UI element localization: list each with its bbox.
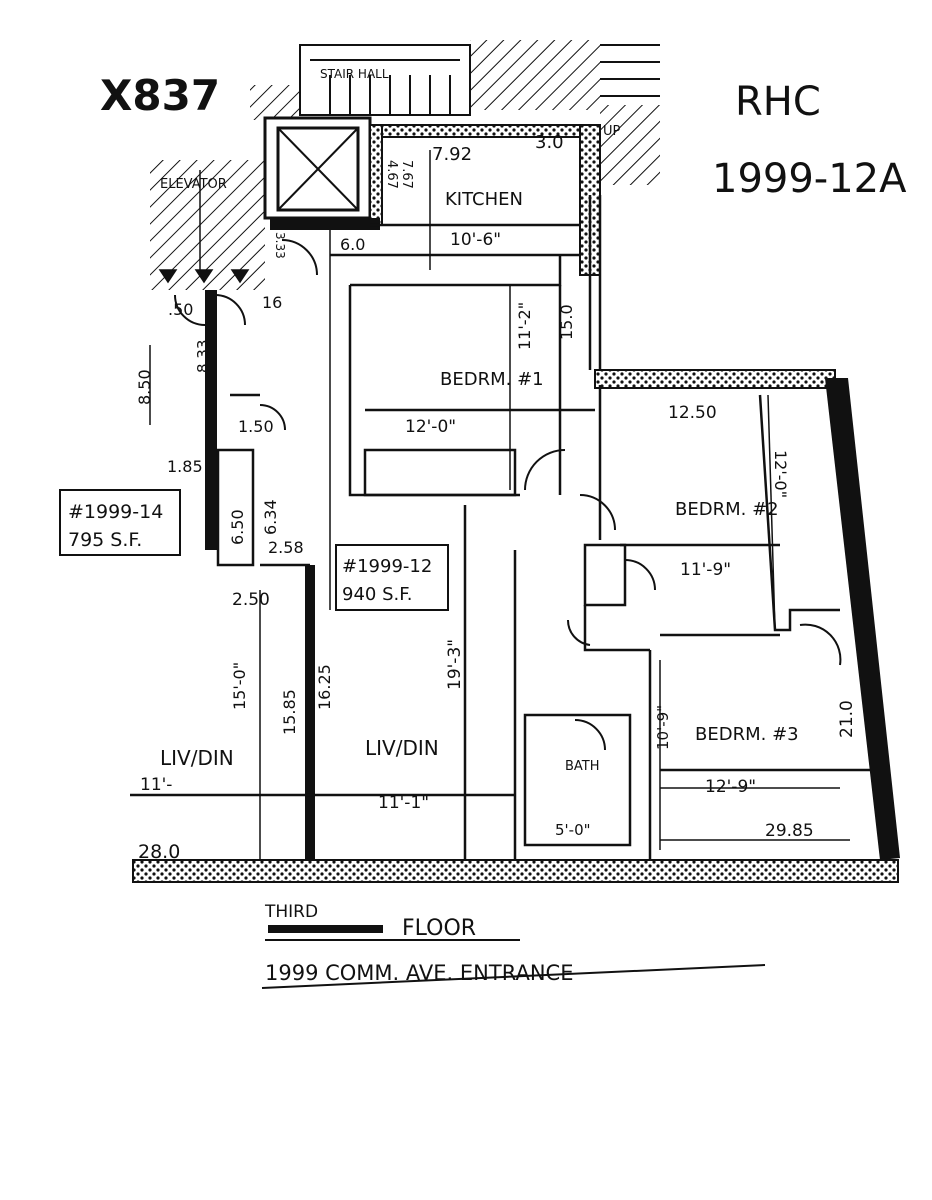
unit-box-1999-12: #1999-12 940 S.F. <box>335 544 449 611</box>
dim-br2-height: 12'-0" <box>771 450 790 498</box>
dim-left-total: 28.0 <box>138 841 180 863</box>
room-bedroom-1: BEDRM. #1 <box>440 369 544 390</box>
interior-walls <box>130 195 870 860</box>
dim-kitchen-v2: 7.67 <box>399 160 414 189</box>
dim-kitchen-depth: 3.0 <box>535 132 564 153</box>
exterior-walls <box>132 124 900 883</box>
dim-kitchen-width: 7.92 <box>432 144 472 165</box>
room-living-dining-left: LIV/DIN <box>160 746 234 770</box>
dim-right-total: 29.85 <box>765 821 814 841</box>
reference-code: X837 <box>100 71 220 120</box>
dim-br3-21: 21.0 <box>837 700 857 738</box>
room-living-dining: LIV/DIN <box>365 736 439 760</box>
dim-br3-width: 12'-9" <box>705 777 756 797</box>
unit-id: #1999-14 <box>68 501 163 523</box>
unit-area: 940 S.F. <box>342 584 412 605</box>
dim-hall-833: 8.33 <box>194 340 212 373</box>
dimension-lines <box>149 150 850 860</box>
door-swings <box>174 239 842 751</box>
dim-hall-250: 2.50 <box>232 590 270 610</box>
unit-box-1999-14: #1999-14 795 S.F. <box>59 489 181 556</box>
dim-br2-top: 12.50 <box>668 403 717 423</box>
room-kitchen: KITCHEN <box>445 189 523 210</box>
stair-up-label: UP <box>603 124 621 139</box>
room-bedroom-3: BEDRM. #3 <box>695 724 799 745</box>
dim-closet-b: 6.0 <box>340 235 365 254</box>
dim-door-50: .50 <box>168 300 193 319</box>
dim-hall-185: 1.85 <box>167 457 203 476</box>
dim-liv-left-width: 11'- <box>140 775 172 795</box>
caption-floor-a: THIRD <box>264 902 318 922</box>
dim-br3-height: 10'-9" <box>654 705 672 750</box>
dimension-labels: 7.92 3.0 10'-6" 4.67 7.67 3.33 6.0 .50 1… <box>135 132 857 863</box>
dim-hall-258: 2.58 <box>268 538 304 557</box>
room-bedroom-2: BEDRM. #2 <box>675 499 779 520</box>
dim-hall-634: 6.34 <box>261 499 280 535</box>
dim-liv-left-1585: 15.85 <box>280 689 299 735</box>
dim-hall-650: 6.50 <box>228 509 247 545</box>
elevator-shaft <box>263 116 372 220</box>
caption-floor-b: FLOOR <box>402 916 476 941</box>
dim-liv-height: 19'-3" <box>445 639 465 690</box>
dim-br1-width: 12'-0" <box>405 417 456 437</box>
elevator-label: ELEVATOR <box>160 177 227 192</box>
dim-kitchen-length: 10'-6" <box>450 230 501 250</box>
stair-hall-label: STAIR HALL <box>320 67 389 81</box>
hatched-zones <box>150 40 660 290</box>
dim-hall-850: 8.50 <box>135 369 154 405</box>
dim-bath-width: 5'-0" <box>555 821 591 839</box>
dim-hall-150: 1.50 <box>238 417 274 436</box>
room-bath: BATH <box>565 759 600 774</box>
stamp-line-2: 1999-12A <box>712 156 907 202</box>
stair-hall <box>299 44 660 116</box>
dim-br2-width: 11'-9" <box>680 560 731 580</box>
dim-door-16: 16 <box>262 293 282 312</box>
unit-area: 795 S.F. <box>68 529 142 551</box>
dim-liv-1625: 16.25 <box>315 664 334 710</box>
drawing-caption: THIRD FLOOR 1999 COMM. AVE. ENTRANCE <box>261 902 766 989</box>
dim-liv-left-height: 15'-0" <box>230 662 249 710</box>
dim-br1-height: 11'-2" <box>515 302 534 350</box>
stamp-line-1: RHC <box>735 79 821 125</box>
dim-kitchen-v1: 4.67 <box>384 160 399 189</box>
dim-liv-width: 11'-1" <box>378 793 429 813</box>
dim-closet-a: 3.33 <box>273 232 287 259</box>
dim-br1-15: 15.0 <box>557 304 576 340</box>
unit-id: #1999-12 <box>342 556 432 577</box>
